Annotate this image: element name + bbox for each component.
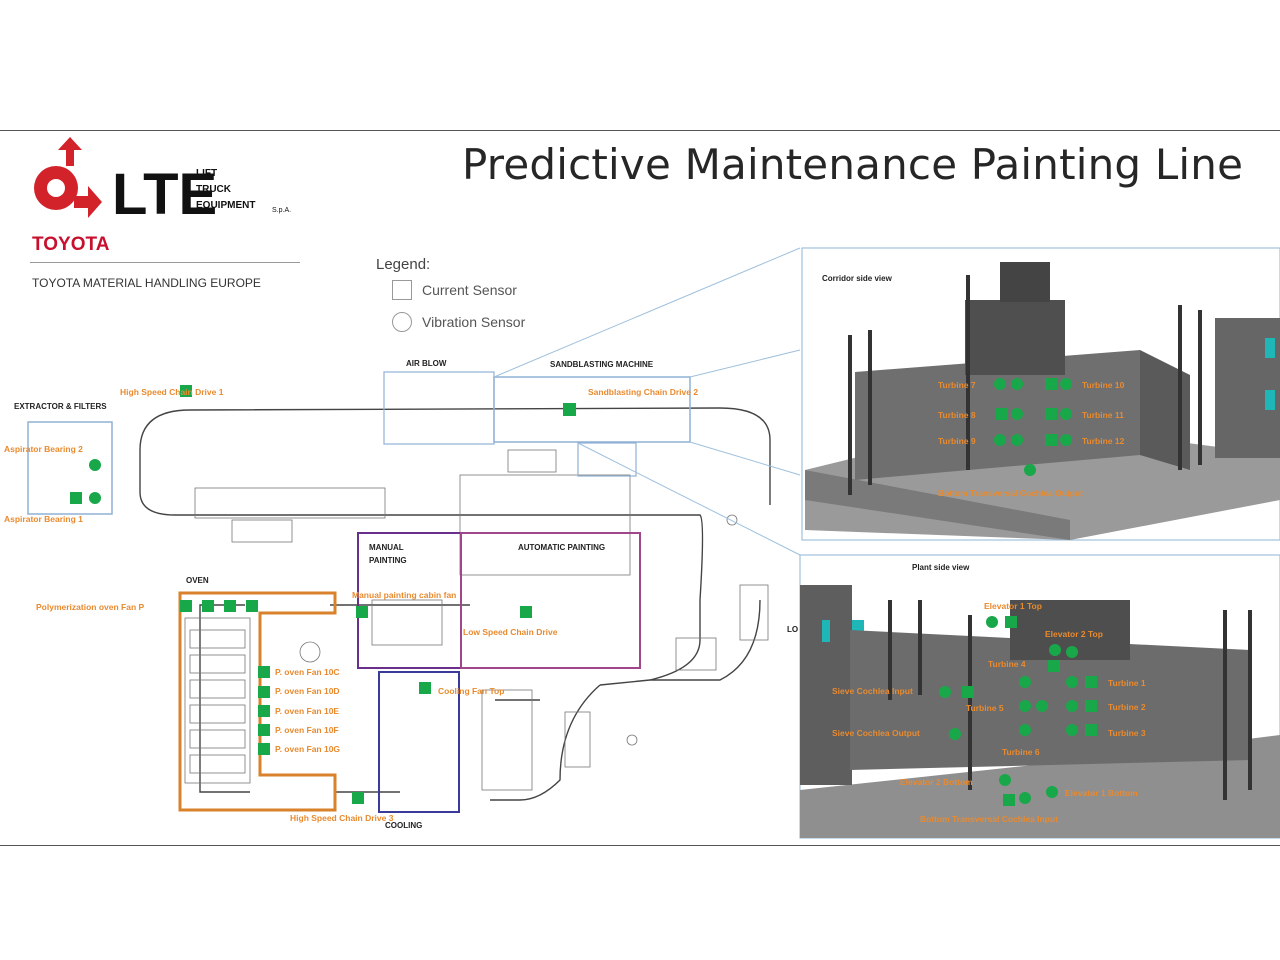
legend-title: Legend: xyxy=(376,256,431,273)
label-fan-10d: P. oven Fan 10D xyxy=(275,686,340,696)
vibration-sensor[interactable] xyxy=(89,459,101,471)
current-sensor[interactable] xyxy=(352,792,364,804)
legend-current: Current Sensor xyxy=(392,280,517,300)
current-sensor[interactable] xyxy=(224,600,236,612)
area-air-blow: AIR BLOW xyxy=(406,359,447,368)
sandblasting-sub-box xyxy=(577,442,637,477)
label-manual-cabin-fan: Manual painting cabin fan xyxy=(352,590,456,600)
label-aspirator-bearing-1: Aspirator Bearing 1 xyxy=(4,514,83,524)
area-manual-1: MANUAL xyxy=(369,543,404,552)
extractor-box xyxy=(27,421,113,515)
oven-box xyxy=(178,591,337,812)
sensor-markers xyxy=(70,385,576,804)
legend-vibration: Vibration Sensor xyxy=(392,312,525,332)
current-sensor[interactable] xyxy=(563,403,576,416)
area-automatic: AUTOMATIC PAINTING xyxy=(518,543,605,552)
cooling-box xyxy=(378,671,460,813)
manual-painting-box xyxy=(357,532,462,669)
current-sensor[interactable] xyxy=(419,682,431,694)
division-name: TOYOTA MATERIAL HANDLING EUROPE xyxy=(32,276,261,290)
label-fan-10g: P. oven Fan 10G xyxy=(275,744,340,754)
sandblasting-box xyxy=(493,376,691,443)
company-name: TOYOTA xyxy=(32,234,110,255)
area-extractor: EXTRACTOR & FILTERS xyxy=(14,402,107,411)
current-sensor[interactable] xyxy=(258,686,270,698)
current-sensor[interactable] xyxy=(180,385,192,397)
automatic-painting-box xyxy=(460,532,641,669)
current-sensor[interactable] xyxy=(202,600,214,612)
label-high-speed-chain-1: High Speed Chain Drive 1 xyxy=(120,387,224,397)
current-sensor[interactable] xyxy=(520,606,532,618)
label-cooling-fan: Cooling Fan Top xyxy=(438,686,504,696)
label-polymerization-fan: Polymerization oven Fan P xyxy=(36,602,144,612)
page-title: Predictive Maintenance Painting Line xyxy=(462,140,1244,189)
legend-current-label: Current Sensor xyxy=(422,282,517,298)
legend-vibration-label: Vibration Sensor xyxy=(422,314,526,330)
area-sandblasting: SANDBLASTING MACHINE xyxy=(550,360,654,369)
label-high-speed-chain-3: High Speed Chain Drive 3 xyxy=(290,813,394,823)
current-sensor[interactable] xyxy=(70,492,82,504)
vibration-sensor[interactable] xyxy=(89,492,101,504)
conveyor-path xyxy=(139,407,771,801)
current-sensor[interactable] xyxy=(258,666,270,678)
area-lo: LO xyxy=(787,625,798,634)
circle-icon xyxy=(392,312,412,332)
label-fan-10c: P. oven Fan 10C xyxy=(275,667,340,677)
current-sensor[interactable] xyxy=(356,606,368,618)
label-fan-10e: P. oven Fan 10E xyxy=(275,706,339,716)
current-sensor[interactable] xyxy=(258,705,270,717)
current-sensor[interactable] xyxy=(180,600,192,612)
label-fan-10f: P. oven Fan 10F xyxy=(275,725,339,735)
zoom-connectors xyxy=(493,247,801,556)
logo-divider xyxy=(30,262,300,263)
label-low-speed-chain: Low Speed Chain Drive xyxy=(463,627,558,637)
area-cooling: COOLING xyxy=(385,821,422,830)
equipment-outlines xyxy=(184,449,769,791)
area-manual-2: PAINTING xyxy=(369,556,407,565)
current-sensor[interactable] xyxy=(246,600,258,612)
current-sensor[interactable] xyxy=(258,743,270,755)
current-sensor[interactable] xyxy=(258,724,270,736)
area-oven: OVEN xyxy=(186,576,209,585)
label-aspirator-bearing-2: Aspirator Bearing 2 xyxy=(4,444,83,454)
square-icon xyxy=(392,280,412,300)
label-sandblasting-drive: Sandblasting Chain Drive 2 xyxy=(588,387,698,397)
air-blow-box xyxy=(383,371,495,445)
